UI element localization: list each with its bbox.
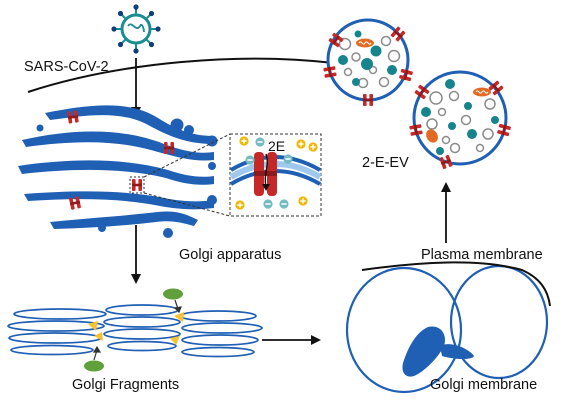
arrow-fragments-to-cell — [262, 335, 321, 345]
arrow-golgi-to-fragments — [131, 225, 141, 284]
fragment-markers — [88, 312, 184, 345]
fragment-stack-right — [179, 310, 263, 358]
golgi-fragments — [7, 304, 263, 358]
fragment-stack-middle — [103, 304, 181, 352]
cells-illustration — [345, 261, 551, 394]
2e-protein-highlighted — [129, 176, 145, 194]
zoom-inset — [229, 133, 322, 217]
zoom-line-top — [143, 133, 231, 178]
fragment-stack-left — [7, 308, 107, 356]
arrow-membrane-to-ev — [441, 182, 451, 243]
golgi-membrane-shape — [402, 326, 474, 377]
ion-flow-arrow-icon — [262, 153, 270, 191]
label-golgi-membrane: Golgi membrane — [430, 377, 538, 393]
charge-symbols — [235, 136, 318, 210]
green-blobs — [84, 288, 183, 372]
plasma-membrane-line — [361, 261, 551, 307]
label-golgi-apparatus: Golgi apparatus — [179, 247, 282, 263]
label-sars-cov-2: SARS-CoV-2 — [24, 59, 109, 75]
label-2e-protein: 2E — [268, 138, 286, 154]
label-2-e-ev: 2-E-EV — [362, 155, 409, 171]
extracellular-vesicle-2 — [409, 70, 512, 170]
label-golgi-fragments: Golgi Fragments — [72, 377, 180, 393]
small-arrows — [92, 299, 182, 361]
sars-cov-2-virus-icon — [111, 4, 161, 54]
extracellular-vesicle-1 — [323, 18, 414, 106]
host-cell-membrane — [27, 57, 335, 93]
golgi-apparatus-stack — [18, 105, 218, 238]
label-plasma-membrane: Plasma membrane — [421, 247, 543, 263]
